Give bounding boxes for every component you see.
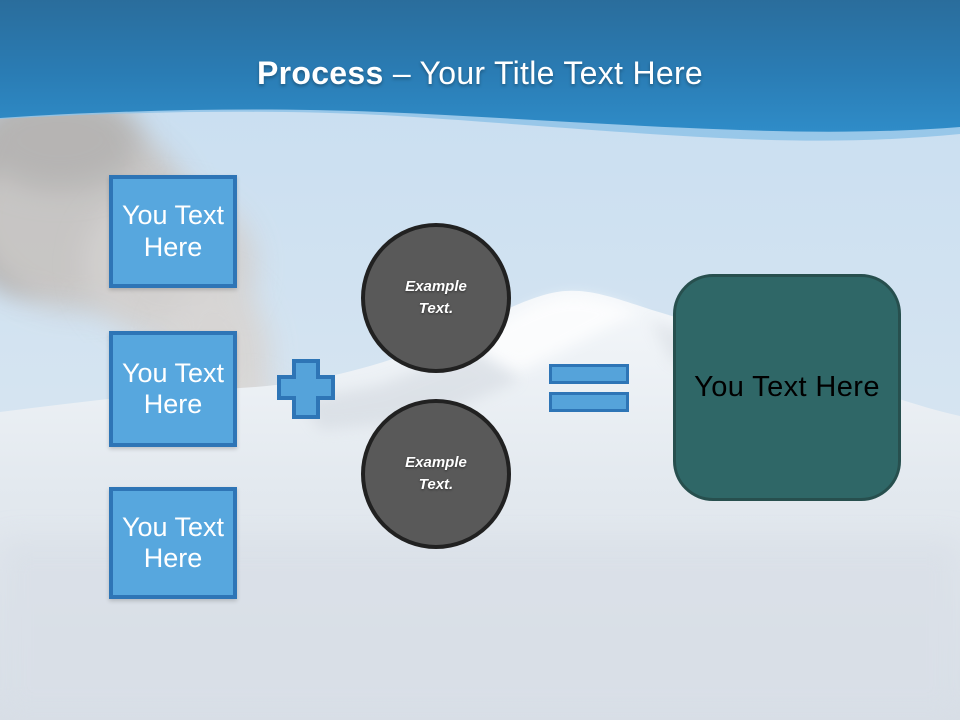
placeholder-box-1-label: You Text Here	[121, 200, 225, 262]
placeholder-box-3-label: You Text Here	[121, 511, 225, 573]
equals-bar-top	[549, 364, 629, 384]
result-box-label: You Text Here	[694, 371, 880, 403]
placeholder-box-1[interactable]: You Text Here	[109, 175, 237, 288]
example-circle-1[interactable]: Example Text.	[361, 223, 511, 373]
equals-bar-bottom	[549, 392, 629, 412]
equals-icon	[549, 364, 629, 412]
example-circle-2[interactable]: Example Text.	[361, 399, 511, 549]
placeholder-box-2[interactable]: You Text Here	[109, 331, 237, 447]
example-circle-2-label: Example Text.	[405, 453, 467, 494]
example-circle-1-label: Example Text.	[405, 277, 467, 318]
result-box[interactable]: You Text Here	[673, 274, 901, 501]
placeholder-box-3[interactable]: You Text Here	[109, 487, 237, 599]
placeholder-box-2-label: You Text Here	[121, 357, 225, 419]
plus-icon	[276, 358, 336, 420]
